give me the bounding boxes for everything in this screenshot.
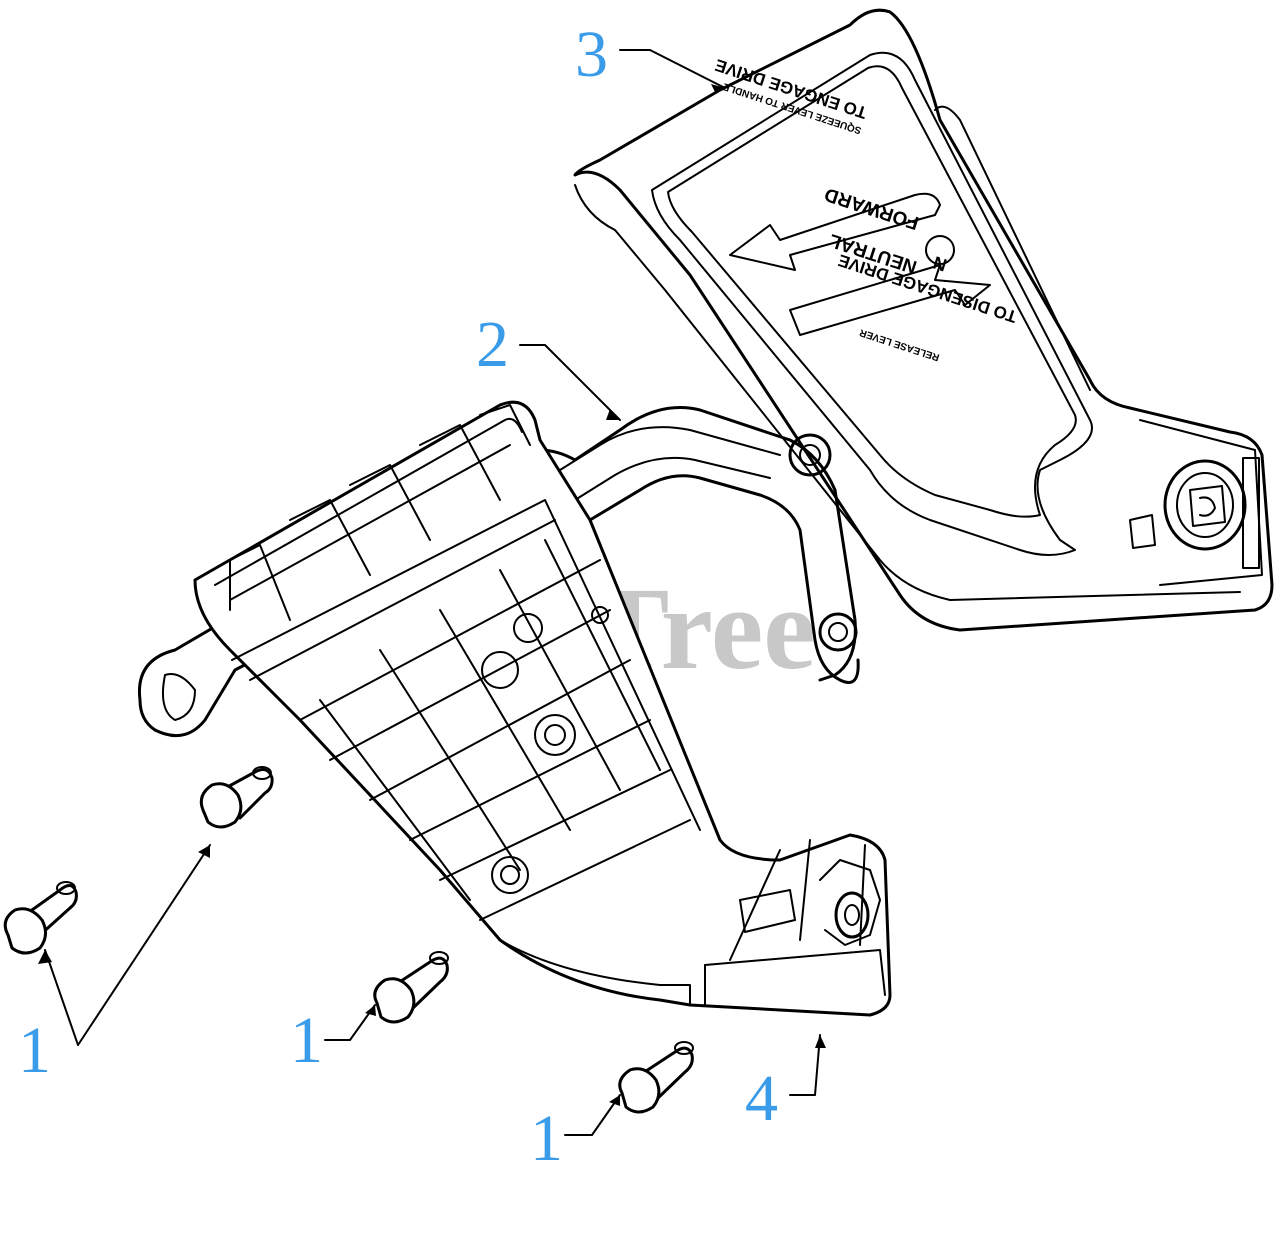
- callout-1-left[interactable]: 1: [18, 1014, 51, 1087]
- part-3-cover-plate[interactable]: TO ENGAGE DRIVE SQUEEZE LEVER TO HANDLE …: [573, 8, 1274, 632]
- leader-lines: [38, 49, 826, 1136]
- callout-2[interactable]: 2: [476, 308, 509, 381]
- bolt-1c[interactable]: [373, 951, 449, 1024]
- bolt-1a[interactable]: [3, 881, 78, 955]
- callout-4[interactable]: 4: [745, 1062, 778, 1135]
- callout-1-middle[interactable]: 1: [290, 1004, 323, 1077]
- bolt-1d[interactable]: [618, 1041, 694, 1114]
- callouts: 1 1 1 2 3 4: [18, 18, 778, 1175]
- part-4-housing[interactable]: [193, 400, 892, 1017]
- knob-icon: [1163, 459, 1247, 551]
- callout-1-bottom[interactable]: 1: [530, 1102, 563, 1175]
- bolt-1b[interactable]: [199, 766, 274, 829]
- callout-3[interactable]: 3: [575, 18, 608, 91]
